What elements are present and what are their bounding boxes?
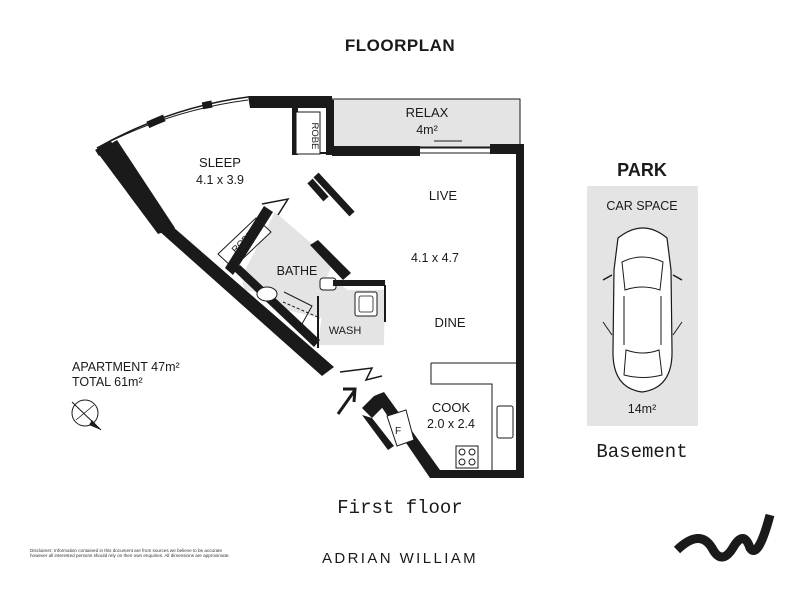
relax-area xyxy=(331,98,521,148)
entry-arrow-icon xyxy=(336,387,357,415)
kitchen-sink xyxy=(496,405,514,439)
fridge xyxy=(386,409,415,447)
cooktop xyxy=(455,445,479,469)
kitchen-bench xyxy=(430,363,493,470)
wash-label: WASH xyxy=(329,325,362,337)
laundry-tub xyxy=(354,291,378,317)
sleep-window xyxy=(96,96,249,149)
area-summary: APARTMENT 47m² TOTAL 61m² xyxy=(72,360,180,390)
dine-label: DINE xyxy=(434,315,465,330)
entry-door xyxy=(339,367,383,382)
east-wall xyxy=(516,147,524,478)
relax-area-label: 4m² xyxy=(416,123,438,137)
basement-label: Basement xyxy=(596,441,688,463)
car-space-label: CAR SPACE xyxy=(606,199,677,213)
brand-logo-icon xyxy=(673,513,775,562)
live-label: LIVE xyxy=(429,188,458,203)
robe-1 xyxy=(295,111,321,155)
sleep-door xyxy=(261,197,290,216)
page-title: FLOORPLAN xyxy=(344,36,456,55)
park-title: PARK xyxy=(617,160,667,180)
sleep-dims-label: 4.1 x 3.9 xyxy=(196,173,244,187)
sleep-label: SLEEP xyxy=(199,155,241,170)
brand-name: ADRIAN WILLIAM xyxy=(321,550,479,567)
sleep-outer-wall xyxy=(97,140,175,234)
cook-label: COOK xyxy=(432,400,471,415)
relax-label: RELAX xyxy=(406,105,449,120)
fridge-label: F xyxy=(395,426,401,437)
floor-label: First floor xyxy=(337,497,463,519)
total-area: TOTAL 61m² xyxy=(72,375,143,389)
disclaimer: Disclaimer: Information contained in thi… xyxy=(30,548,230,559)
car-icon xyxy=(602,227,683,393)
compass-icon xyxy=(71,399,102,431)
cook-dims-label: 2.0 x 2.4 xyxy=(427,417,475,431)
apartment-area: APARTMENT 47m² xyxy=(72,360,180,374)
robe-1-label: ROBE xyxy=(309,123,320,150)
vanity-basin xyxy=(256,286,278,302)
live-dims-label: 4.1 x 4.7 xyxy=(411,251,459,265)
park-area-label: 14m² xyxy=(628,402,656,416)
bathe-label: BATHE xyxy=(277,264,318,278)
